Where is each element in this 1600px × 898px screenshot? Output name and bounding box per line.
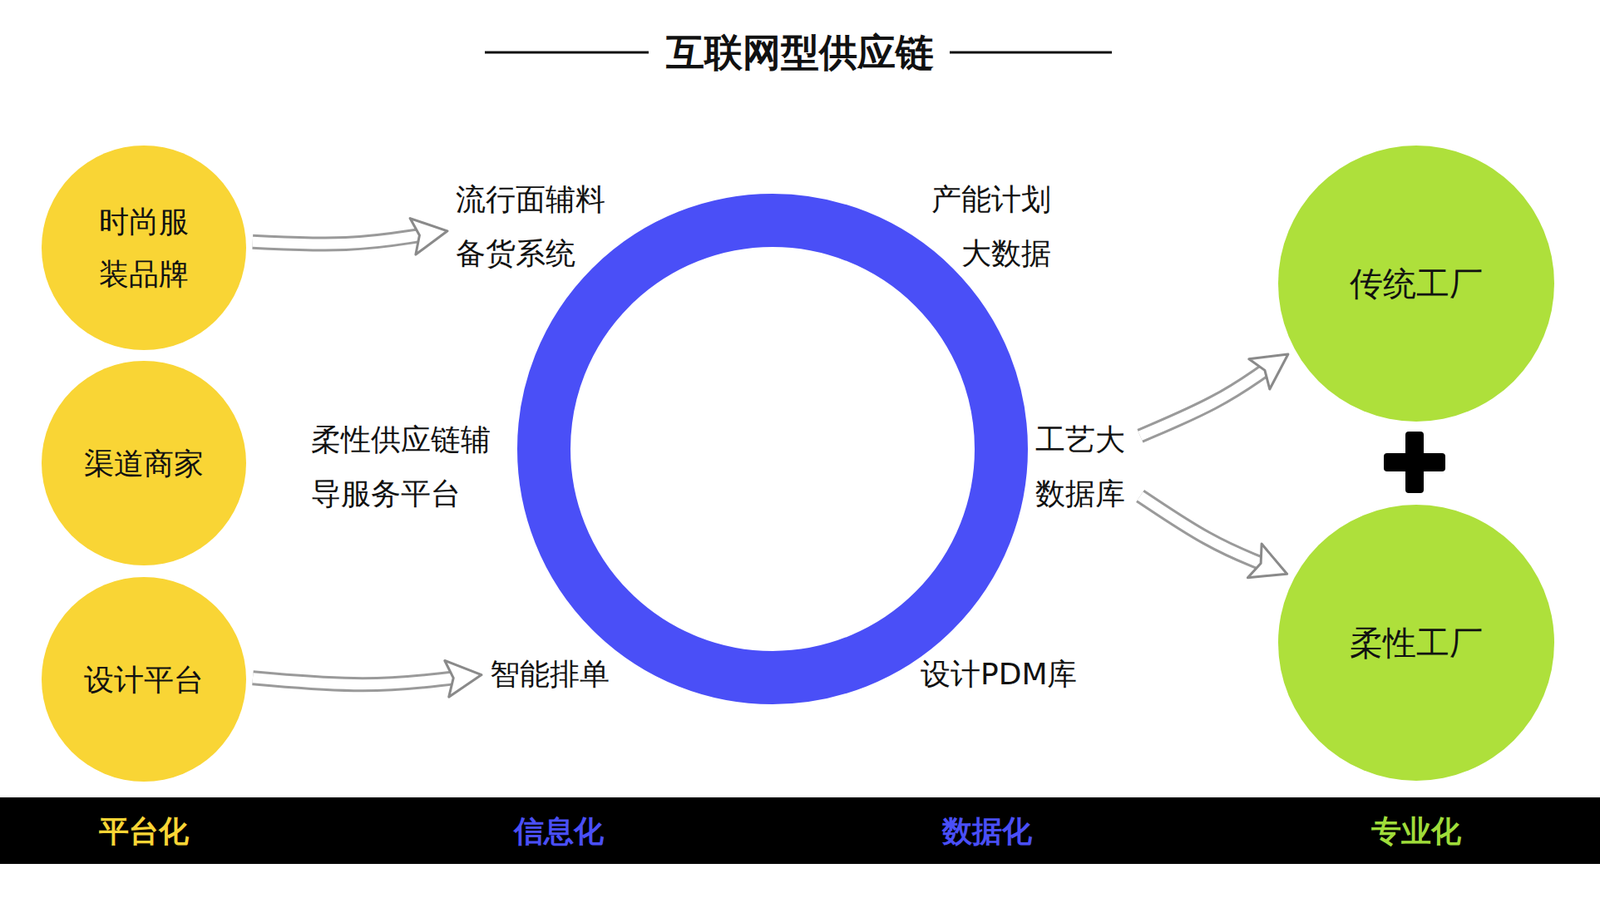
text-node: 智能排单 [489, 646, 610, 702]
circle-fill [1278, 504, 1555, 781]
diagram-title: 互联网型供应链 [666, 29, 934, 76]
node-text: 产能计划 大数据 [922, 172, 1052, 281]
node-text: 设计平台 [83, 653, 204, 707]
node-text: 智能排单 [489, 646, 610, 702]
arrow-shaft [252, 235, 420, 244]
arrow-connector [252, 218, 448, 255]
text-node: 设计PDM库 [920, 646, 1078, 702]
node-text: 设计PDM库 [920, 646, 1078, 702]
text-block: 智能排单 [489, 646, 610, 702]
title-rule [949, 51, 1112, 55]
arrow-connector [1140, 495, 1288, 578]
text-block: 工艺大 数据库 [1035, 412, 1135, 521]
node-text: 传统工厂 [1349, 254, 1483, 313]
text-block: 时尚服 装品牌 [94, 195, 194, 301]
text-block: 流行面辅料 备货系统 [455, 172, 615, 281]
arrow-connector [252, 660, 482, 697]
text-block: 传统工厂 [1349, 254, 1483, 313]
circle-node: 时尚服 装品牌 [41, 145, 247, 351]
node-text: 工艺大 数据库 [1035, 412, 1135, 521]
text-block: 柔性供应链辅 导服务平台 [311, 412, 500, 521]
circle-fill [41, 360, 247, 566]
chain-ring [543, 220, 1002, 678]
text-block: 产能计划 大数据 [922, 172, 1052, 281]
circle-fill [41, 577, 247, 782]
node-text: 渠道商家 [83, 437, 204, 490]
node-text: 柔性供应链辅 导服务平台 [311, 412, 500, 521]
arrow-head [1247, 543, 1287, 578]
text-block: 设计PDM库 [920, 646, 1078, 702]
text-block: 渠道商家 [83, 437, 204, 490]
circle-node: 渠道商家 [41, 360, 247, 566]
stage-label: 信息化 [513, 814, 604, 849]
arrow-head [409, 218, 448, 255]
text-node: 流行面辅料 备货系统 [455, 172, 615, 281]
title-rule [484, 51, 649, 55]
stage-label: 数据化 [942, 814, 1033, 849]
arrow-shaft [252, 677, 454, 685]
circle-node: 设计平台 [41, 577, 247, 782]
bottom-bar [0, 797, 1600, 865]
text-block: 设计平台 [83, 653, 204, 707]
text-node: 产能计划 大数据 [922, 172, 1052, 281]
circle-node: 传统工厂 [1278, 145, 1555, 422]
node-text: 流行面辅料 备货系统 [455, 172, 615, 281]
arrow-shaft [252, 235, 420, 244]
text-block: 柔性工厂 [1349, 613, 1483, 672]
node-text: 柔性工厂 [1349, 613, 1483, 672]
arrow-head [444, 660, 482, 697]
text-node: 柔性供应链辅 导服务平台 [311, 412, 500, 521]
circle-node: 柔性工厂 [1278, 504, 1555, 781]
node-text: 时尚服 装品牌 [94, 195, 194, 301]
arrow-shaft [1140, 370, 1265, 436]
circle-fill [41, 145, 247, 351]
arrow-shaft [1140, 495, 1261, 563]
text-node: 工艺大 数据库 [1035, 412, 1135, 521]
arrow-shaft [1140, 495, 1261, 563]
plus-sign [1405, 431, 1424, 494]
arrow-head [1249, 354, 1289, 390]
arrow-connector [1140, 354, 1289, 436]
circle-shape [41, 145, 247, 351]
arrow-shaft [252, 677, 454, 685]
circle-fill [1278, 145, 1555, 422]
stage-label: 平台化 [98, 814, 189, 849]
arrow-shaft [1140, 370, 1265, 436]
stage-label: 专业化 [1371, 814, 1462, 849]
